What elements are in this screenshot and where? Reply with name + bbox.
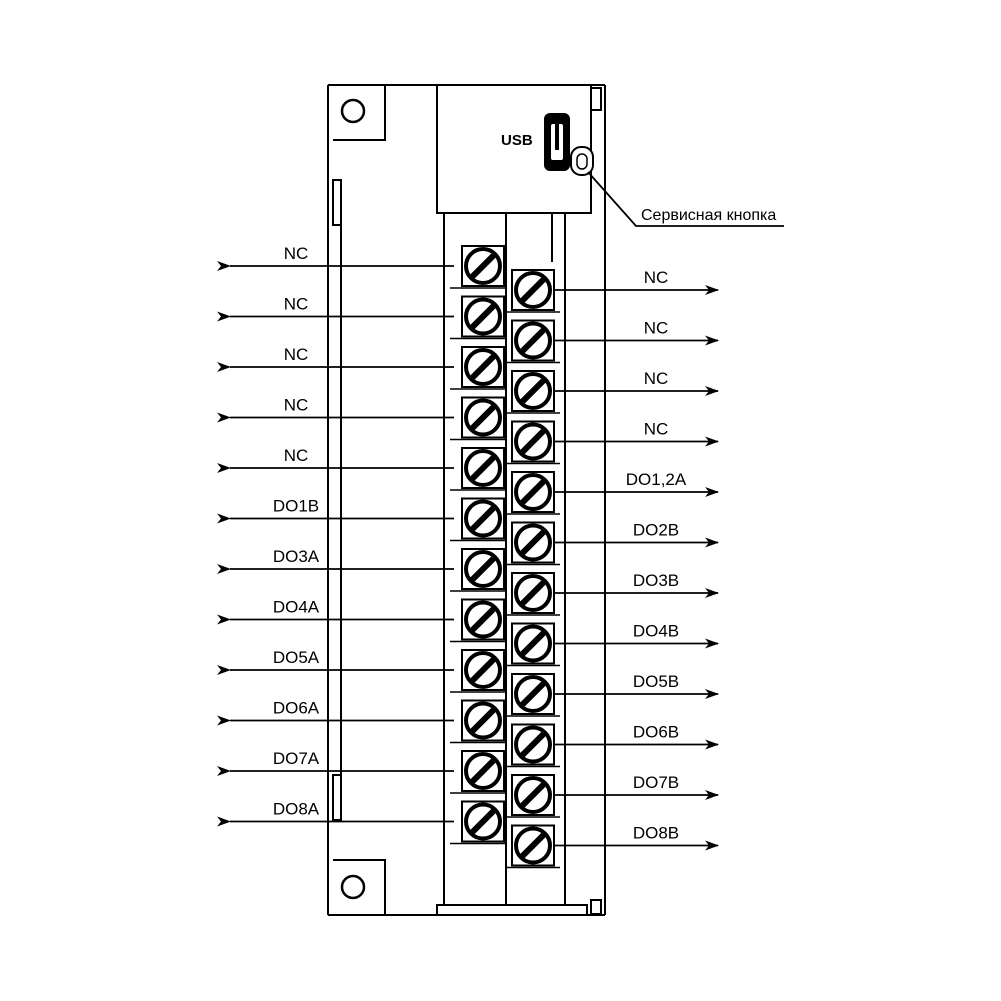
left-terminal-label: DO4A <box>273 598 320 617</box>
right-terminal-screw-icon[interactable] <box>511 319 555 362</box>
left-terminal-label: NC <box>284 396 309 415</box>
right-terminal: NC <box>507 319 719 364</box>
right-terminal-label: DO6B <box>633 723 679 742</box>
right-terminal-screw-icon[interactable] <box>511 370 555 412</box>
right-terminal-label: DO7B <box>633 773 679 792</box>
left-terminal-label: DO8A <box>273 800 320 819</box>
left-flange <box>327 84 386 916</box>
right-terminal: NC <box>507 420 719 465</box>
left-terminal-screw-icon[interactable] <box>461 396 505 439</box>
right-terminal-label: DO2B <box>633 521 679 540</box>
right-terminal-screw-icon[interactable] <box>511 471 555 513</box>
left-terminal-screw-icon[interactable] <box>461 649 505 691</box>
right-terminal-label: DO3B <box>633 571 679 590</box>
right-terminal-screw-icon[interactable] <box>511 774 555 816</box>
mounting-hole-bottom-icon <box>340 874 366 900</box>
left-terminal: NC <box>217 295 505 340</box>
right-terminal-screw-icon[interactable] <box>511 572 555 614</box>
left-terminal: DO7A <box>217 749 505 794</box>
left-terminal: NC <box>217 345 505 390</box>
left-terminal-label: NC <box>284 446 309 465</box>
service-button-icon[interactable] <box>570 146 594 176</box>
usb-port-icon[interactable] <box>544 113 570 171</box>
left-terminal-screw-icon[interactable] <box>461 750 505 792</box>
service-button-callout: Сервисная кнопка <box>587 171 784 227</box>
right-terminal: DO2B <box>507 521 719 566</box>
service-button-label: Сервисная кнопка <box>641 207 776 224</box>
usb-panel: USB <box>436 84 594 214</box>
right-terminal: DO4B <box>507 622 719 667</box>
left-terminal: NC <box>217 446 505 491</box>
right-terminal-screw-icon[interactable] <box>511 673 555 715</box>
left-terminal-screw-icon[interactable] <box>461 346 505 388</box>
right-terminal: DO5B <box>507 672 719 717</box>
left-terminal: DO1B <box>217 497 505 542</box>
left-terminal-screw-icon[interactable] <box>461 245 505 287</box>
left-terminal: NC <box>217 396 505 441</box>
left-terminal: DO8A <box>217 800 505 845</box>
left-terminal-label: NC <box>284 345 309 364</box>
left-terminal-screw-icon[interactable] <box>461 497 505 540</box>
right-terminal-screw-icon[interactable] <box>511 824 555 867</box>
right-terminal: DO1,2A <box>507 470 719 515</box>
left-terminal-screw-icon[interactable] <box>461 548 505 590</box>
left-terminal: DO4A <box>217 598 505 643</box>
usb-label: USB <box>501 132 533 149</box>
left-terminal: DO6A <box>217 699 505 744</box>
left-terminal-screw-icon[interactable] <box>461 447 505 489</box>
left-terminal-screw-icon[interactable] <box>461 800 505 843</box>
right-terminal-label: DO8B <box>633 824 679 843</box>
left-terminal-label: DO3A <box>273 547 320 566</box>
right-terminal: DO7B <box>507 773 719 818</box>
right-terminal-label: DO4B <box>633 622 679 641</box>
right-terminal: NC <box>507 369 719 414</box>
terminal-block: NC NC NC NC NC DO1B DO3A DO4A DO5A DO6A DO7A DO8A NC… <box>217 212 719 906</box>
right-terminal: DO8B <box>507 824 719 869</box>
right-terminal-label: NC <box>644 268 669 287</box>
mounting-hole-top-icon <box>340 98 366 124</box>
left-terminal-label: DO7A <box>273 749 320 768</box>
left-terminal: DO3A <box>217 547 505 592</box>
right-terminal-label: DO1,2A <box>626 470 687 489</box>
right-terminal-screw-icon[interactable] <box>511 420 555 463</box>
right-terminal-label: NC <box>644 420 669 439</box>
right-terminal-label: NC <box>644 319 669 338</box>
left-terminal-label: DO1B <box>273 497 319 516</box>
right-terminal: NC <box>507 268 719 313</box>
right-terminal-label: NC <box>644 369 669 388</box>
left-terminal-label: DO5A <box>273 648 320 667</box>
right-terminal-screw-icon[interactable] <box>511 521 555 564</box>
right-terminal-screw-icon[interactable] <box>511 269 555 311</box>
left-terminal: DO5A <box>217 648 505 693</box>
left-terminal-screw-icon[interactable] <box>461 598 505 641</box>
left-terminal-label: NC <box>284 295 309 314</box>
left-terminal: NC <box>217 244 505 289</box>
right-terminal: DO3B <box>507 571 719 616</box>
left-terminal-screw-icon[interactable] <box>461 699 505 742</box>
right-terminal-screw-icon[interactable] <box>511 723 555 766</box>
left-terminal-screw-icon[interactable] <box>461 295 505 338</box>
left-terminal-label: NC <box>284 244 309 263</box>
right-terminal-label: DO5B <box>633 672 679 691</box>
right-terminal: DO6B <box>507 723 719 768</box>
right-terminal-screw-icon[interactable] <box>511 622 555 665</box>
left-terminal-label: DO6A <box>273 699 320 718</box>
